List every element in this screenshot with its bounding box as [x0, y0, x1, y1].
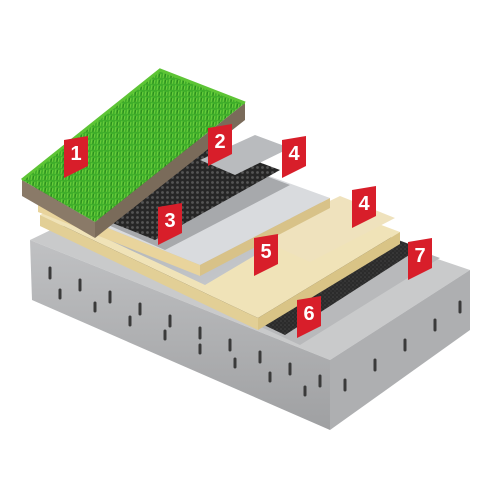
grass-top: [22, 70, 245, 222]
tag-flag: [408, 238, 432, 280]
tag-flag: [254, 234, 278, 276]
tag-flag: [208, 124, 232, 166]
tag-number: 1: [70, 143, 81, 165]
layer-tag-5: 4: [352, 186, 376, 228]
tag-flag: [297, 296, 321, 338]
concrete-front-face: [30, 240, 330, 430]
layer-tag-1: 1: [64, 136, 88, 178]
layer-tag-4: 4: [282, 136, 306, 178]
tag-number: 4: [358, 193, 370, 215]
layer-tag-2: 2: [208, 124, 232, 166]
tag-number: 6: [303, 303, 314, 325]
tag-number: 4: [288, 143, 300, 165]
tag-number: 5: [260, 241, 271, 263]
tag-flag: [158, 203, 182, 245]
tag-flag: [352, 186, 376, 228]
layer-tags: 1 2 3 4 4 5 6 7: [64, 124, 432, 338]
tag-number: 7: [414, 245, 425, 267]
soil-right: [95, 103, 245, 238]
soil-front: [22, 180, 95, 238]
layer-tag-3: 3: [158, 203, 182, 245]
tag-flag: [282, 136, 306, 178]
tag-number: 3: [164, 210, 175, 232]
green-roof-vegetation-layer: [21, 68, 246, 238]
layer-tag-6: 5: [254, 234, 278, 276]
concrete-right-face: [330, 270, 470, 430]
layer-tag-8: 7: [408, 238, 432, 280]
tag-flag: [64, 136, 88, 178]
layer-tag-7: 6: [297, 296, 321, 338]
tag-number: 2: [214, 131, 225, 153]
rebar-ends: [48, 266, 462, 397]
